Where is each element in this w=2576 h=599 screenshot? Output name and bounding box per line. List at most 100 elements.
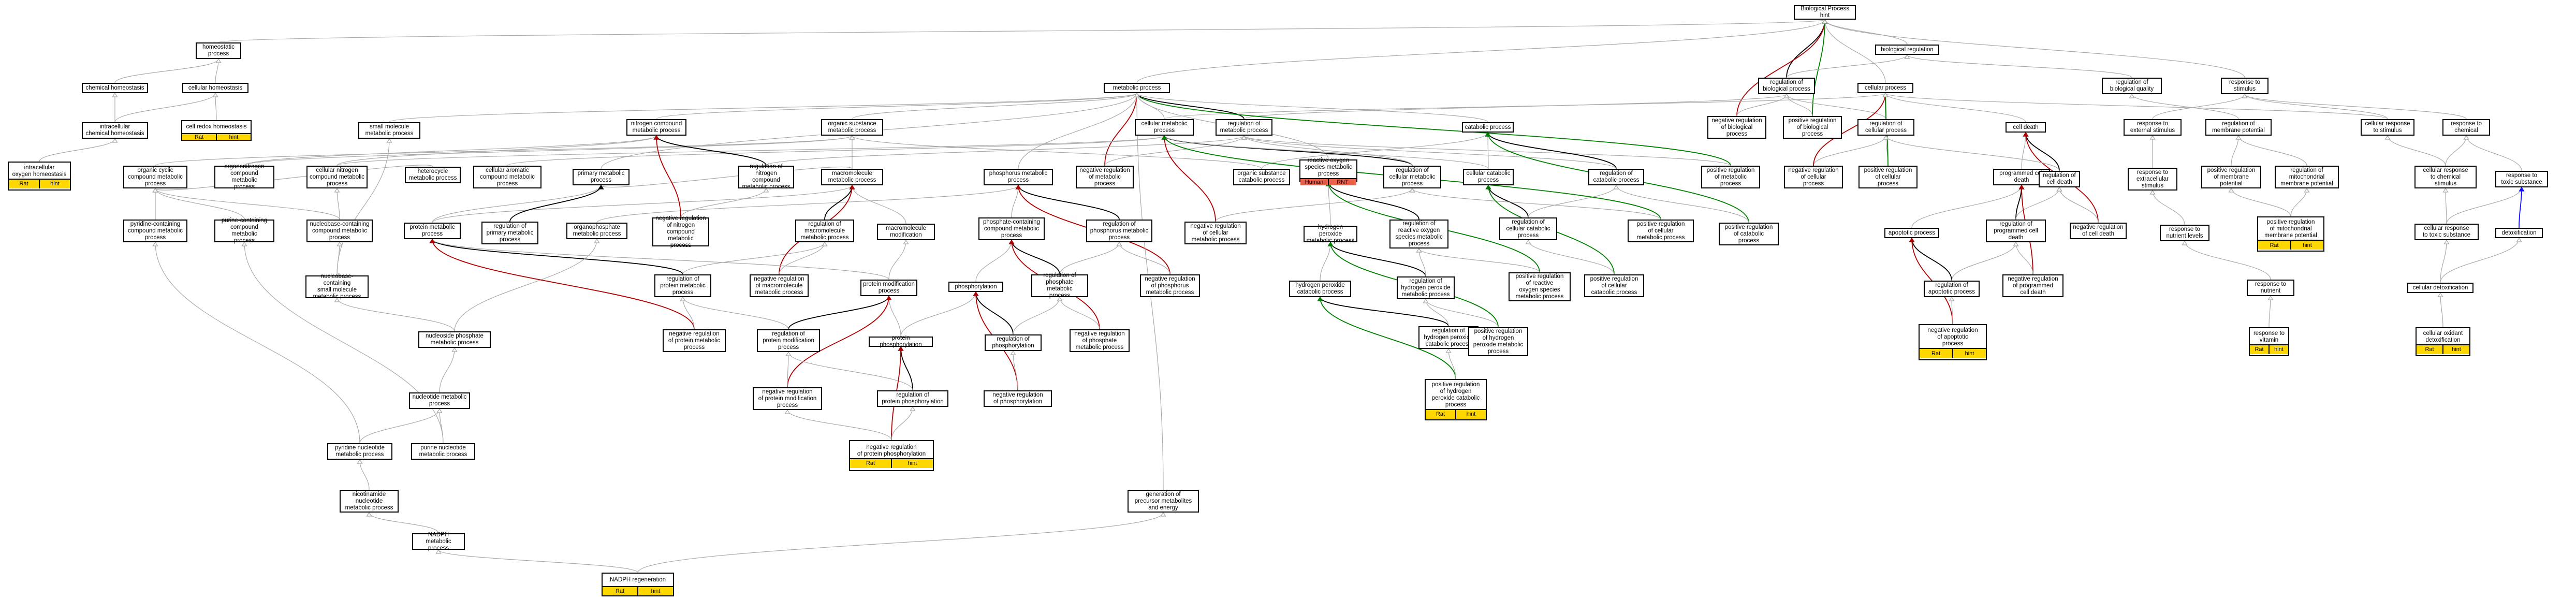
go-term-primmet[interactable]: primary metabolic process [573, 169, 630, 185]
go-term-organo[interactable]: organonitrogen compound metabolic proces… [214, 164, 274, 190]
go-term-respext[interactable]: response to external stimulus [2124, 119, 2182, 136]
go-term-regmitomem[interactable]: regulation of mitochondrial membrane pot… [2275, 166, 2339, 188]
go-term-metab[interactable]: metabolic process [1104, 83, 1170, 93]
go-term-regbq[interactable]: regulation of biological quality [2102, 78, 2162, 94]
go-term-pyrnuc[interactable]: pyridine nucleotide metabolic process [327, 443, 392, 460]
go-term-orgsubcat[interactable]: organic substance catabolic process [1233, 169, 1290, 185]
go-term-regmet[interactable]: regulation of metabolic process [1216, 119, 1272, 136]
go-term-nucmet[interactable]: nucleotide metabolic process [409, 392, 470, 409]
go-term-posregmet[interactable]: positive regulation of metabolic process [1701, 166, 1760, 188]
go-term-negregphosmet[interactable]: negative regulation of phosphorus metabo… [1140, 274, 1200, 297]
go-term-negregpcd[interactable]: negative regulation of programmed cell d… [2002, 274, 2063, 297]
go-term-phosmet[interactable]: phosphorus metabolic process [984, 169, 1053, 185]
go-term-negregbp[interactable]: negative regulation of biological proces… [1707, 116, 1766, 139]
go-term-biolreg[interactable]: biological regulation [1875, 45, 1939, 55]
go-term-h2o2met[interactable]: hydrogen peroxide metabolic process [1304, 224, 1357, 244]
go-term-regpcd[interactable]: regulation of programmed cell death [1986, 220, 2046, 242]
go-term-protphos[interactable]: protein phosphorylation [869, 335, 933, 348]
go-term-respnutr[interactable]: response to nutrient [2247, 280, 2294, 296]
go-term-phosphorylation[interactable]: phosphorylation [948, 282, 1003, 292]
go-term-negregphosph[interactable]: negative regulation of phosphorylation [984, 390, 1052, 407]
go-term-apop[interactable]: apoptotic process [1884, 228, 1939, 238]
go-term-posregh2o2cat[interactable]: positive regulation of hydrogen peroxide… [1425, 379, 1487, 420]
go-term-posregcat[interactable]: positive regulation of catabolic process [1719, 223, 1779, 245]
go-term-regprotmod[interactable]: regulation of protein modification proce… [757, 329, 820, 352]
go-term-detox[interactable]: detoxification [2495, 228, 2543, 238]
go-term-regcelldeath[interactable]: regulation of cell death [2039, 171, 2080, 187]
go-term-negregcellmet[interactable]: negative regulation of cellular metaboli… [1184, 222, 1247, 244]
go-term-protmet[interactable]: protein metabolic process [404, 223, 461, 239]
go-term-posregbp[interactable]: positive regulation of biological proces… [1783, 116, 1842, 139]
go-term-negregapop[interactable]: negative regulation of apoptotic process… [1919, 324, 1987, 360]
go-term-posregmito[interactable]: positive regulation of mitochondrial mem… [2257, 216, 2324, 252]
go-term-nucsmall[interactable]: nucleobase-containing small molecule met… [305, 273, 369, 300]
go-term-regprotmet[interactable]: regulation of protein metabolic process [654, 274, 711, 297]
go-term-nitro[interactable]: nitrogen compound metabolic process [626, 119, 686, 136]
go-term-negregmacro[interactable]: negative regulation of macromolecule met… [750, 274, 809, 297]
go-term-cellrespchem[interactable]: cellular response to chemical stimulus [2414, 166, 2477, 188]
go-term-celldetox[interactable]: cellular detoxification [2407, 283, 2473, 293]
go-term-organophos[interactable]: organophosphate metabolic process [566, 223, 627, 239]
go-term-cellhom[interactable]: cellular homeostasis [182, 83, 248, 93]
go-term-negregnitro[interactable]: negative regulation of nitrogen compound… [652, 215, 709, 249]
go-term-orgsub[interactable]: organic substance metabolic process [821, 119, 883, 136]
go-term-regnitro[interactable]: regulation of nitrogen compound metaboli… [738, 164, 794, 190]
go-term-regcat[interactable]: regulation of catabolic process [1588, 169, 1644, 185]
go-term-posregh2o2met[interactable]: positive regulation of hydrogen peroxide… [1468, 327, 1528, 356]
go-term-regphosph[interactable]: regulation of phosphorylation [985, 334, 1042, 351]
go-term-posregcell[interactable]: positive regulation of cellular process [1858, 166, 1918, 188]
go-term-chemhom[interactable]: chemical homeostasis [82, 83, 148, 93]
go-term-nadph[interactable]: NADPH metabolic process [412, 532, 465, 551]
go-term-pyrcont[interactable]: pyridine-containing compound metabolic p… [123, 220, 187, 242]
go-term-cellnitro[interactable]: cellular nitrogen compound metabolic pro… [306, 166, 368, 188]
go-term-regprimmet[interactable]: regulation of primary metabolic process [481, 222, 538, 244]
go-term-cellresp[interactable]: cellular response to stimulus [2361, 119, 2414, 136]
go-term-phoscont[interactable]: phosphate-containing compound metabolic … [978, 217, 1045, 240]
go-term-catab[interactable]: catabolic process [1462, 122, 1514, 133]
go-term-regprotphos[interactable]: regulation of protein phosphorylation [877, 390, 948, 407]
go-term-bp[interactable]: Biological Process hint [1794, 5, 1856, 20]
go-term-celldeath[interactable]: cell death [2006, 122, 2046, 133]
go-term-regh2o2met[interactable]: regulation of hydrogen peroxide metaboli… [1397, 276, 1455, 299]
go-term-h2o2cat[interactable]: hydrogen peroxide catabolic process [1289, 281, 1351, 297]
go-term-posregcellcat[interactable]: positive regulation of cellular cataboli… [1584, 274, 1644, 297]
go-term-respchem[interactable]: response to chemical [2442, 119, 2490, 136]
go-term-respstim[interactable]: response to stimulus [2221, 78, 2268, 94]
go-term-regapop[interactable]: regulation of apoptotic process [1924, 281, 1980, 297]
go-term-macromod[interactable]: macromolecule modification [877, 224, 935, 240]
go-term-icchem[interactable]: intracellular chemical homeostasis [82, 122, 148, 139]
go-term-regphosmet[interactable]: regulation of phosphorus metabolic proce… [1086, 220, 1152, 242]
go-term-macromol[interactable]: macromolecule metabolic process [821, 169, 883, 185]
go-term-regcellmet[interactable]: regulation of cellular metabolic process [1383, 166, 1441, 188]
go-term-regbp[interactable]: regulation of biological process [1758, 78, 1815, 94]
go-term-regphosphate[interactable]: regulation of phosphate metabolic proces… [1031, 272, 1088, 299]
go-term-orgcyc[interactable]: organic cyclic compound metabolic proces… [123, 166, 187, 188]
go-term-negregprotmod[interactable]: negative regulation of protein modificat… [753, 387, 822, 410]
go-term-purnuc[interactable]: purine nucleotide metabolic process [411, 443, 475, 460]
go-term-genprec[interactable]: generation of precursor metabolites and … [1128, 490, 1199, 513]
go-term-hetero[interactable]: heterocycle metabolic process [405, 167, 461, 183]
go-term-negregcelldeath[interactable]: negative regulation of cell death [2070, 223, 2127, 239]
go-term-posregmembpot[interactable]: positive regulation of membrane potentia… [2201, 166, 2261, 188]
go-term-cellrespto[interactable]: cellular response to toxic substance [2414, 224, 2479, 240]
go-term-regmacro[interactable]: regulation of macromolecule metabolic pr… [795, 220, 854, 242]
go-term-homeo[interactable]: homeostatic process [196, 42, 241, 59]
go-term-posregros[interactable]: positive regulation of reactive oxygen s… [1509, 272, 1571, 301]
go-term-negregphosphate[interactable]: negative regulation of phosphate metabol… [1070, 329, 1130, 352]
go-term-resptoxic[interactable]: response to toxic substance [2495, 171, 2548, 187]
go-term-cellarom[interactable]: cellular aromatic compound metabolic pro… [473, 166, 541, 188]
go-term-respextra[interactable]: response to extracellular stimulus [2128, 168, 2177, 191]
go-term-regmembpot[interactable]: regulation of membrane potential [2205, 119, 2272, 136]
go-term-nicotin[interactable]: nicotinamide nucleotide metabolic proces… [340, 490, 399, 513]
go-term-nucbase[interactable]: nucleobase-containing compound metabolic… [306, 220, 373, 242]
go-term-respnut[interactable]: response to nutrient levels [2160, 225, 2209, 241]
go-term-cellmet[interactable]: cellular metabolic process [1135, 119, 1194, 136]
go-term-negregmet[interactable]: negative regulation of metabolic process [1076, 166, 1134, 188]
go-term-negregcell[interactable]: negative regulation of cellular process [1784, 166, 1843, 188]
go-term-regcellproc[interactable]: regulation of cellular process [1857, 119, 1914, 136]
